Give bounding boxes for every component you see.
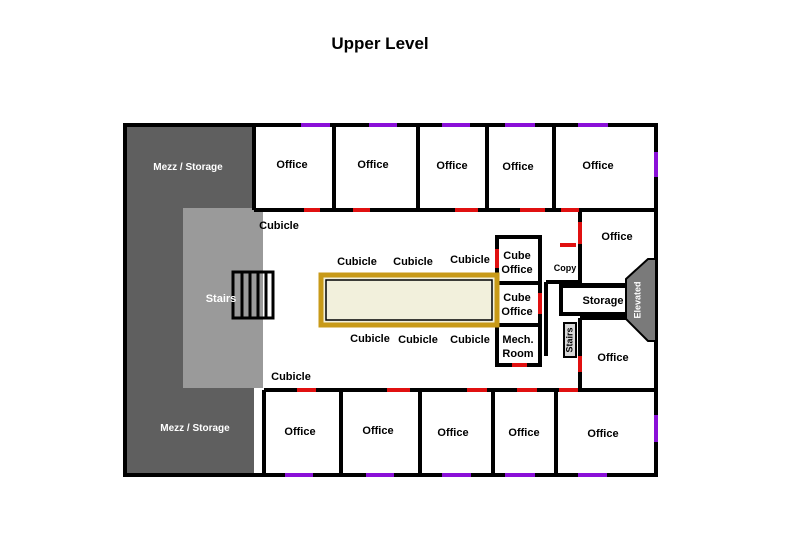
office-label-bottom-4: Office: [508, 427, 539, 439]
stairs-small-label: Stairs: [564, 327, 574, 352]
cubicle-label-4: Cubicle: [450, 254, 490, 266]
cubicle-label-7: Cubicle: [450, 334, 490, 346]
elevated-area: [625, 258, 657, 342]
mezz-storage-bottom-label: Mezz / Storage: [160, 423, 230, 434]
storage-label: Storage: [583, 295, 624, 307]
cubicle-label-2: Cubicle: [337, 256, 377, 268]
windows: [285, 123, 658, 477]
small-stairs: [563, 322, 577, 358]
mech-room-line2: Room: [502, 348, 533, 360]
cubicle-label-5: Cubicle: [350, 333, 390, 345]
copy-label: Copy: [554, 263, 577, 273]
office-label-top-1: Office: [276, 159, 307, 171]
stairs-main-label: Stairs: [206, 293, 237, 305]
cube-office-1-line1: Cube: [503, 250, 531, 262]
elevated-label: Elevated: [632, 281, 642, 318]
central-counter: [318, 272, 500, 328]
office-label-right-1: Office: [601, 231, 632, 243]
cube-office-1-line2: Office: [501, 264, 532, 276]
doors: [297, 208, 582, 392]
office-label-top-2: Office: [357, 159, 388, 171]
cubicle-label-1: Cubicle: [259, 220, 299, 232]
cube-office-2-line2: Office: [501, 306, 532, 318]
office-label-bottom-1: Office: [284, 426, 315, 438]
page-title: Upper Level: [331, 34, 429, 53]
office-label-right-2: Office: [597, 352, 628, 364]
cube-office-2-line1: Cube: [503, 292, 531, 304]
cubicle-label-6: Cubicle: [398, 334, 438, 346]
stairs-icon: [231, 270, 275, 320]
cubicle-label-3: Cubicle: [393, 256, 433, 268]
cubicle-label-8: Cubicle: [271, 371, 311, 383]
mech-room-line1: Mech.: [502, 334, 533, 346]
office-label-bottom-3: Office: [437, 427, 468, 439]
mezz-storage-top-label: Mezz / Storage: [153, 162, 223, 173]
office-label-top-5: Office: [582, 160, 613, 172]
office-label-top-4: Office: [502, 161, 533, 173]
office-label-top-3: Office: [436, 160, 467, 172]
office-label-bottom-5: Office: [587, 428, 618, 440]
office-label-bottom-2: Office: [362, 425, 393, 437]
